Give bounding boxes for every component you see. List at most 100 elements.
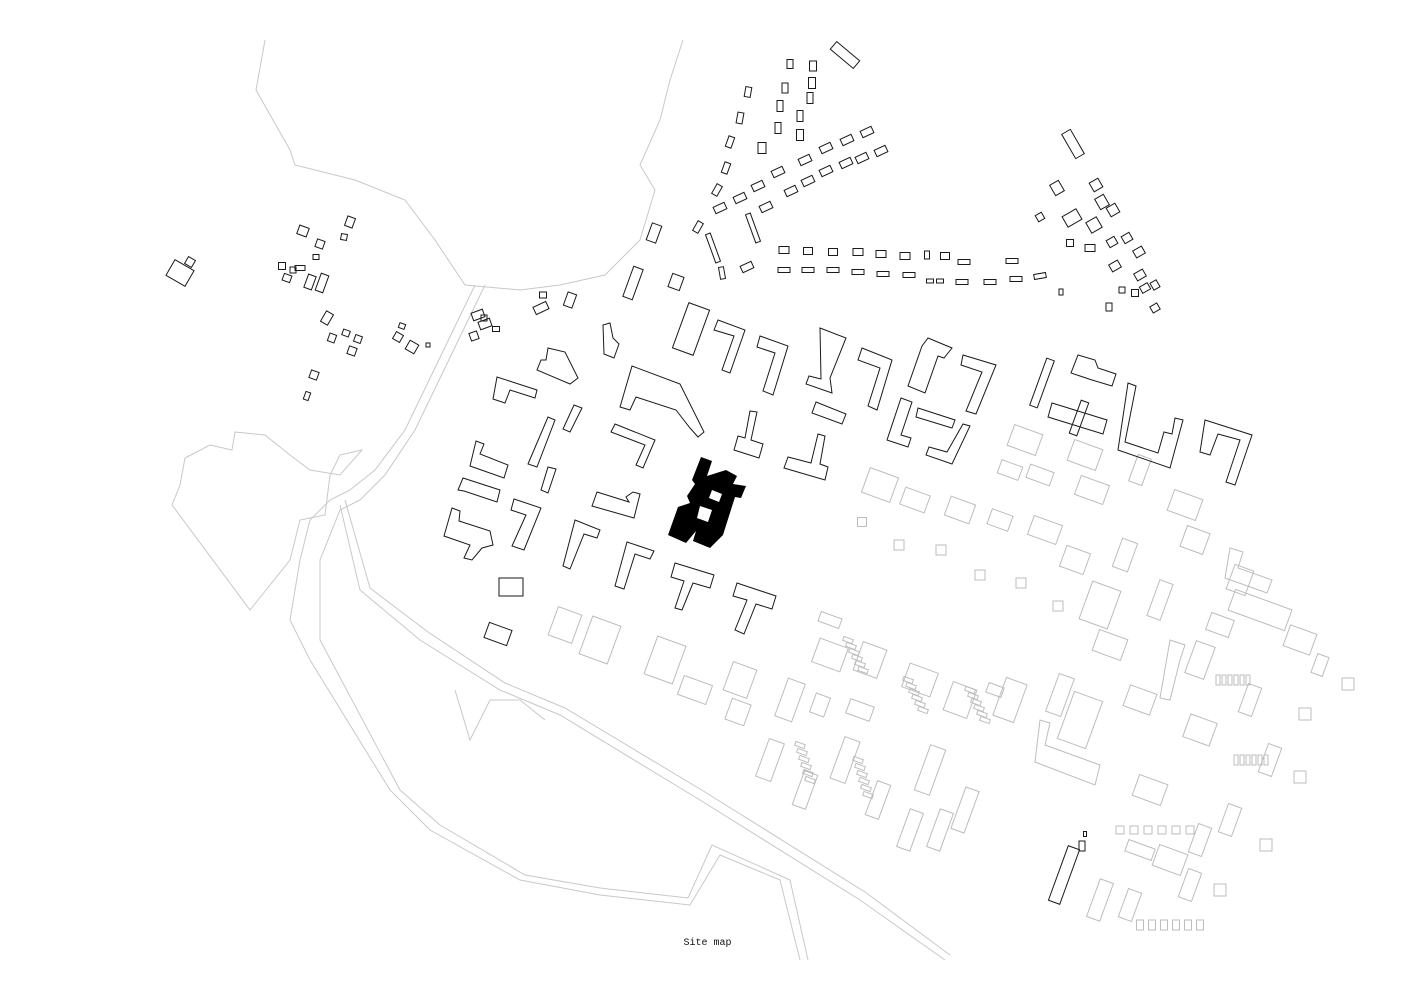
existing-building [691,220,705,234]
existing-building [710,183,724,197]
existing-building [540,466,557,494]
existing-building [809,60,817,72]
row-house [856,665,870,675]
existing-building [828,248,838,256]
row-house [1157,825,1167,835]
existing-building [483,621,513,647]
row-house [797,754,811,764]
context-building [1182,713,1218,747]
existing-building [343,215,357,229]
row-house [907,687,921,697]
existing-building [1105,202,1121,218]
existing-building [1088,177,1104,193]
existing-building [1005,258,1019,264]
context-building [857,517,867,527]
existing-building [619,365,705,438]
existing-building [876,271,890,277]
context-building [817,610,843,630]
context-building [755,737,785,783]
existing-building [165,259,195,287]
existing-building [857,347,893,411]
row-house [844,641,858,651]
existing-building [1058,288,1064,296]
context-building [1151,843,1189,877]
existing-building [735,111,745,125]
existing-building [532,300,550,316]
row-house [1221,674,1227,686]
existing-buildings [165,40,1253,905]
existing-building [1093,193,1111,211]
context-building [1124,838,1156,862]
existing-building [312,254,320,260]
existing-building [1083,831,1087,837]
context-building [1052,600,1064,612]
existing-building [469,440,509,479]
road-west [289,284,801,961]
existing-building [852,248,864,256]
existing-building [492,376,538,404]
existing-building [800,174,816,188]
context-building [985,681,1005,699]
terrain-lines [171,39,951,961]
row-house [1245,674,1251,686]
context-buildings [547,423,1355,931]
existing-building [470,308,486,322]
existing-building [873,144,889,158]
context-building [1015,577,1027,589]
existing-building [801,267,815,273]
context-building [992,676,1028,724]
context-building [1225,563,1255,597]
row-house [1184,919,1192,931]
existing-building [774,122,782,134]
existing-building [492,326,500,332]
context-building [810,637,850,673]
row-house [855,769,869,779]
existing-building [717,266,727,280]
existing-building [859,125,875,139]
existing-building [818,164,834,178]
context-building [950,786,980,834]
row-house [913,699,927,709]
row-house [975,709,989,719]
context-building [1213,883,1227,897]
project-building-courtyard [709,490,722,502]
existing-building [281,272,293,284]
existing-building [1117,382,1184,469]
existing-building [278,262,286,270]
existing-building [826,267,840,273]
row-house [1196,919,1204,931]
existing-building [808,77,816,89]
context-building [1187,822,1213,858]
context-building [1066,438,1104,472]
row-house [1148,919,1156,931]
row-house [904,681,918,691]
existing-building [296,224,310,238]
context-building [1205,611,1235,639]
existing-building [886,397,913,448]
existing-building [805,327,847,394]
row-house [969,697,983,707]
existing-building [778,246,790,254]
row-house [1115,825,1125,835]
existing-building [1009,276,1023,282]
context-building [829,735,861,785]
existing-building [294,265,306,271]
existing-building [781,82,789,94]
existing-building [314,238,326,250]
existing-building [539,291,547,299]
existing-building [806,92,814,104]
row-house [853,659,867,669]
existing-building [803,247,813,255]
context-building [1026,514,1064,546]
existing-building [1131,245,1147,259]
row-house [916,705,930,715]
existing-building [724,135,736,149]
row-house [1136,919,1144,931]
wetland-west [171,431,364,611]
row-house [847,647,861,657]
row-house [1239,754,1245,766]
existing-building [818,141,834,155]
existing-building [739,260,755,274]
